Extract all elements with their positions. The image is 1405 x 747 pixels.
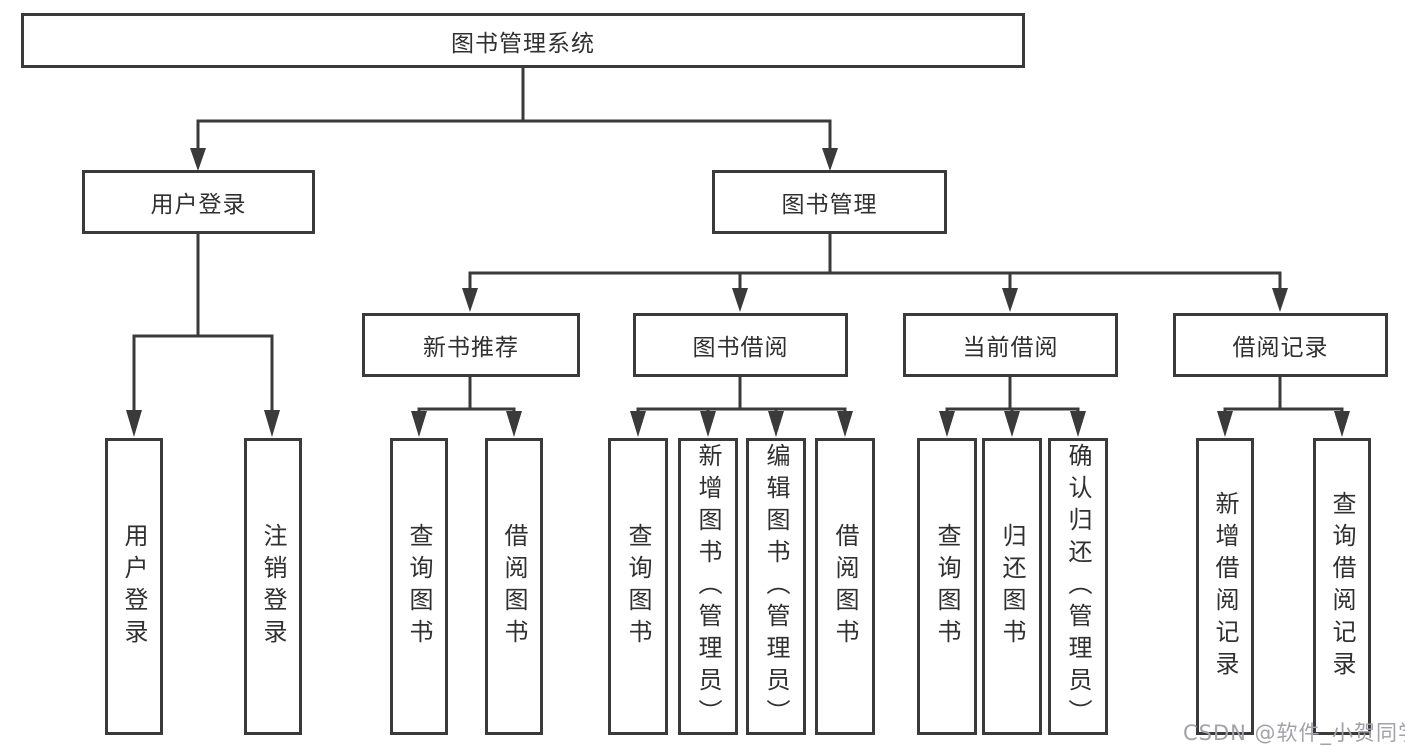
node-root: 图书管理系统 — [21, 13, 1025, 68]
node-user-login-label: 用户登录 — [150, 192, 247, 218]
leaf-edit-books-admin: 编辑图书（管理员） — [746, 438, 806, 735]
csdn-watermark: CSDN @软件_小贺同学 — [1183, 721, 1405, 745]
leaf-add-borrow-record: 新增借阅记录 — [1196, 438, 1254, 735]
node-book-borrow: 图书借阅 — [633, 313, 848, 377]
leaf-logout-label: 注销登录 — [259, 522, 287, 651]
node-current-borrow: 当前借阅 — [903, 313, 1118, 377]
connector-user-login-rail — [132, 334, 274, 412]
leaf-current-query-books-label: 查询图书 — [933, 522, 961, 651]
node-current-borrow-label: 当前借阅 — [962, 335, 1059, 361]
leaf-newbook-borrow-books: 借阅图书 — [485, 438, 543, 735]
node-new-book: 新书推荐 — [362, 313, 580, 377]
leaf-current-query-books: 查询图书 — [917, 438, 977, 735]
leaf-return-books-label: 归还图书 — [998, 522, 1026, 651]
leaf-borrow-books: 借阅图书 — [815, 438, 875, 735]
leaf-query-borrow-record-label: 查询借阅记录 — [1328, 490, 1356, 683]
node-book-mgmt: 图书管理 — [712, 170, 947, 234]
node-borrow-record-label: 借阅记录 — [1232, 335, 1329, 361]
leaf-return-books: 归还图书 — [982, 438, 1042, 735]
leaf-logout: 注销登录 — [244, 438, 302, 735]
leaf-newbook-query-books: 查询图书 — [390, 438, 448, 735]
leaf-query-borrow-record: 查询借阅记录 — [1313, 438, 1371, 735]
leaf-add-books-admin-label: 新增图书（管理员） — [694, 442, 722, 731]
leaf-confirm-return-admin: 确认归还（管理员） — [1048, 438, 1108, 735]
node-new-book-label: 新书推荐 — [423, 335, 519, 361]
connector-book-borrow-rail — [636, 407, 847, 413]
leaf-newbook-query-books-label: 查询图书 — [405, 522, 433, 651]
node-root-label: 图书管理系统 — [451, 30, 595, 57]
node-user-login: 用户登录 — [82, 170, 315, 234]
node-book-borrow-label: 图书借阅 — [692, 335, 789, 361]
node-book-mgmt-label: 图书管理 — [781, 192, 878, 218]
leaf-borrow-books-label: 借阅图书 — [831, 522, 859, 651]
leaf-borrow-query-books: 查询图书 — [608, 438, 668, 735]
leaf-borrow-query-books-label: 查询图书 — [624, 522, 652, 651]
leaf-add-borrow-record-label: 新增借阅记录 — [1211, 490, 1239, 683]
connector-level3-rail — [468, 271, 1282, 289]
connector-new-book-rail — [417, 407, 516, 413]
leaf-newbook-borrow-books-label: 借阅图书 — [500, 522, 528, 651]
leaf-user-login: 用户登录 — [105, 438, 163, 735]
connector-current-borrow-rail — [945, 407, 1080, 413]
connector-level2-rail — [196, 119, 832, 150]
leaf-edit-books-admin-label: 编辑图书（管理员） — [762, 442, 790, 731]
node-borrow-record: 借阅记录 — [1173, 313, 1388, 377]
connector-borrow-record-rail — [1223, 407, 1344, 413]
leaf-confirm-return-admin-label: 确认归还（管理员） — [1064, 442, 1092, 731]
leaf-add-books-admin: 新增图书（管理员） — [678, 438, 738, 735]
leaf-user-login-label: 用户登录 — [120, 522, 148, 651]
